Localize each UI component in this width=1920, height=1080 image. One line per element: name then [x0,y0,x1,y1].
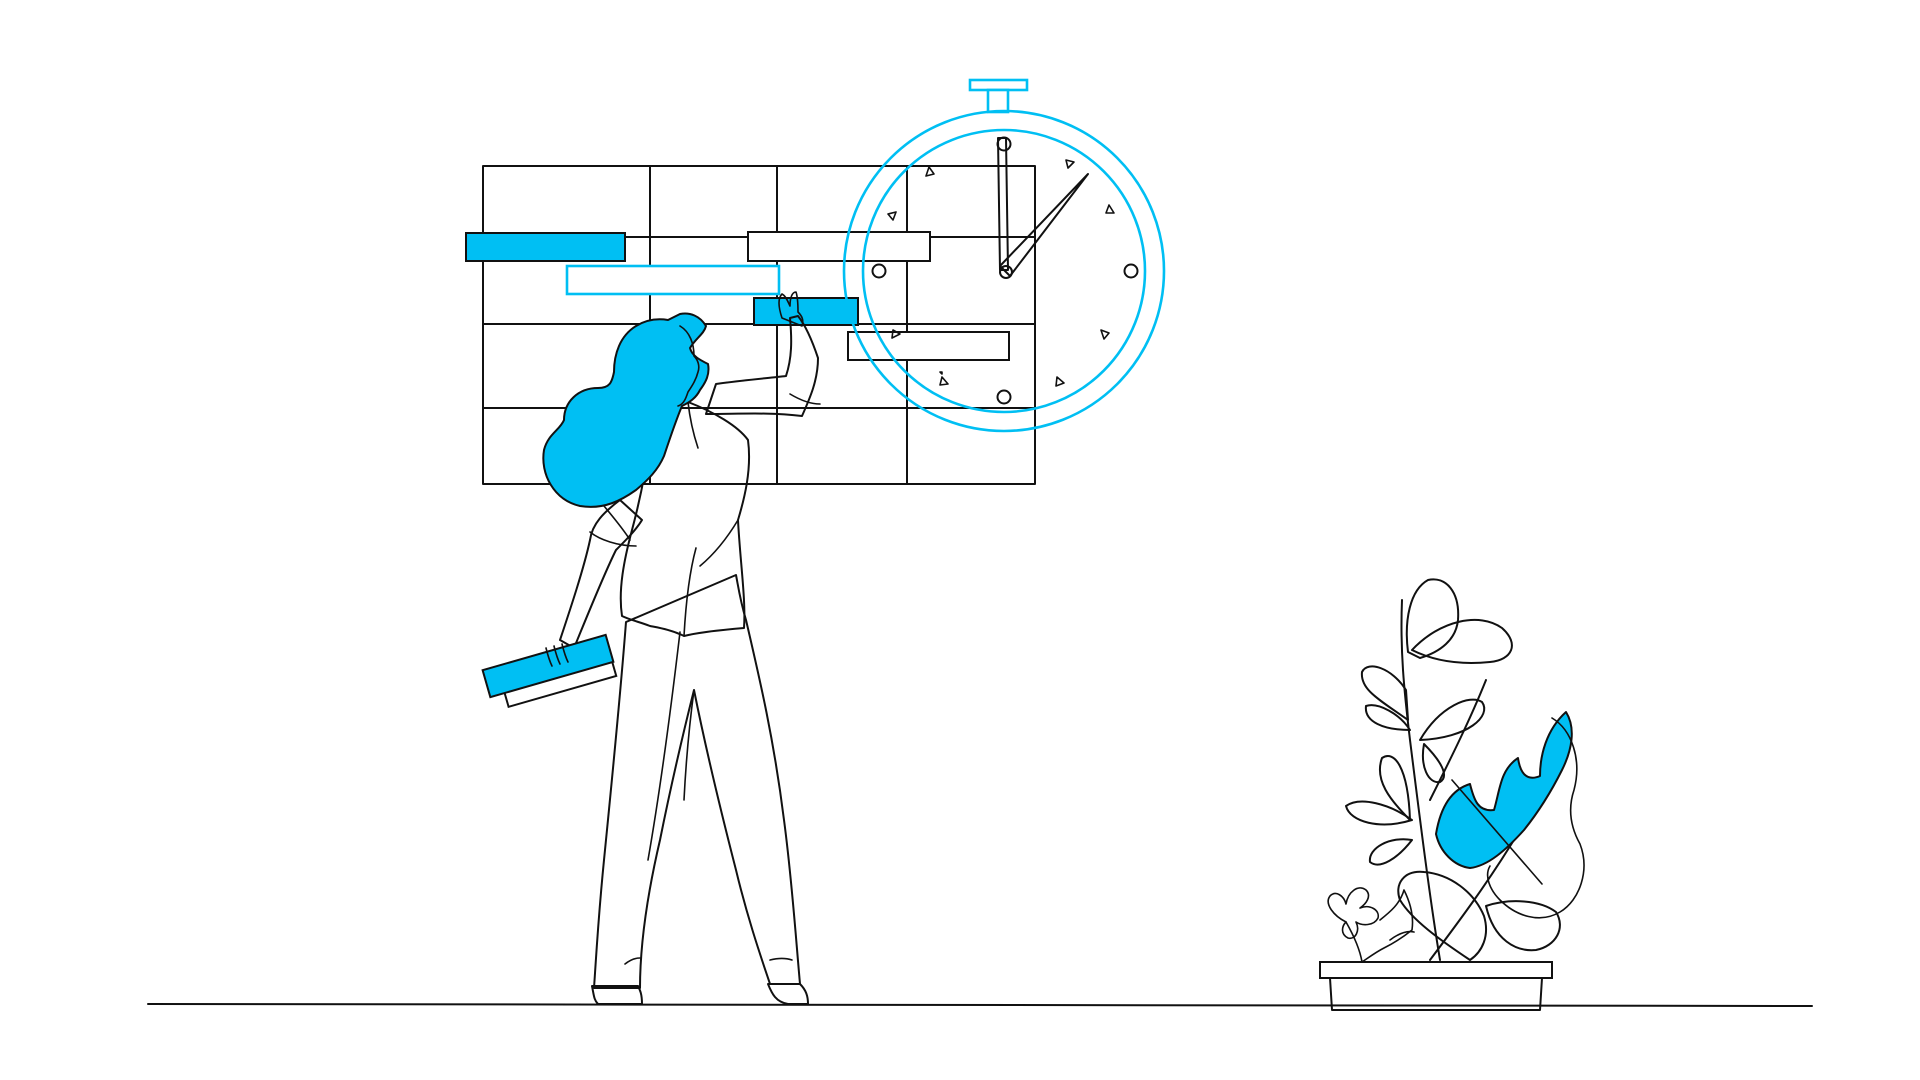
plant-leaf-right-2 [1422,743,1445,784]
woman-raised-arm [705,315,819,417]
plant-leaf-left-1 [1360,665,1409,721]
woman-blazer [619,401,751,637]
stopwatch-icon [842,78,1166,433]
woman-figure [481,291,821,1005]
woman-raised-hand [778,291,804,327]
document-front [481,633,615,699]
stopwatch-face [861,128,1147,414]
plant-leaf-right-1 [1419,698,1485,741]
documents-in-hand [481,633,618,709]
stopwatch-center [999,265,1013,279]
plant-pot-body [1329,977,1543,1011]
plant-lower-leaf-2 [1485,900,1561,952]
potted-plant-icon [1319,578,1585,1011]
stopwatch-hour-hand [999,173,1089,277]
woman-hair [542,312,710,508]
woman-lowered-arm [559,499,643,649]
woman-trousers [593,574,801,989]
plant-leaf-left-4 [1345,800,1413,826]
floor-line [147,1003,1813,1007]
plant-outline-leaf [1486,717,1585,919]
plant-leaf-left-3 [1379,755,1411,821]
stopwatch-outer-ring [842,109,1166,433]
plant-leaf-left-2 [1364,704,1411,731]
schedule-bar-1 [465,232,626,262]
schedule-bar-2 [747,231,931,262]
woman-face [677,325,700,407]
plant-lower-leaf-1 [1397,870,1488,961]
woman-shoe-left [591,985,643,1005]
plant-pot-rim [1319,961,1553,979]
plant-blue-leaf [1435,711,1573,869]
woman-shoe-right [767,983,809,1005]
stopwatch-stem [986,88,1010,114]
plant-leaf-top-right [1411,618,1513,664]
schedule-bar-3 [565,264,781,296]
stopwatch-minute-hand [997,137,1009,271]
plant-curly-leaf [1327,887,1380,940]
plant-leaf-lower [1368,838,1413,866]
schedule-bar-4 [753,297,859,326]
schedule-bar-5 [847,331,1010,361]
stopwatch-button [968,78,1029,92]
plant-leaf-top [1405,578,1460,659]
